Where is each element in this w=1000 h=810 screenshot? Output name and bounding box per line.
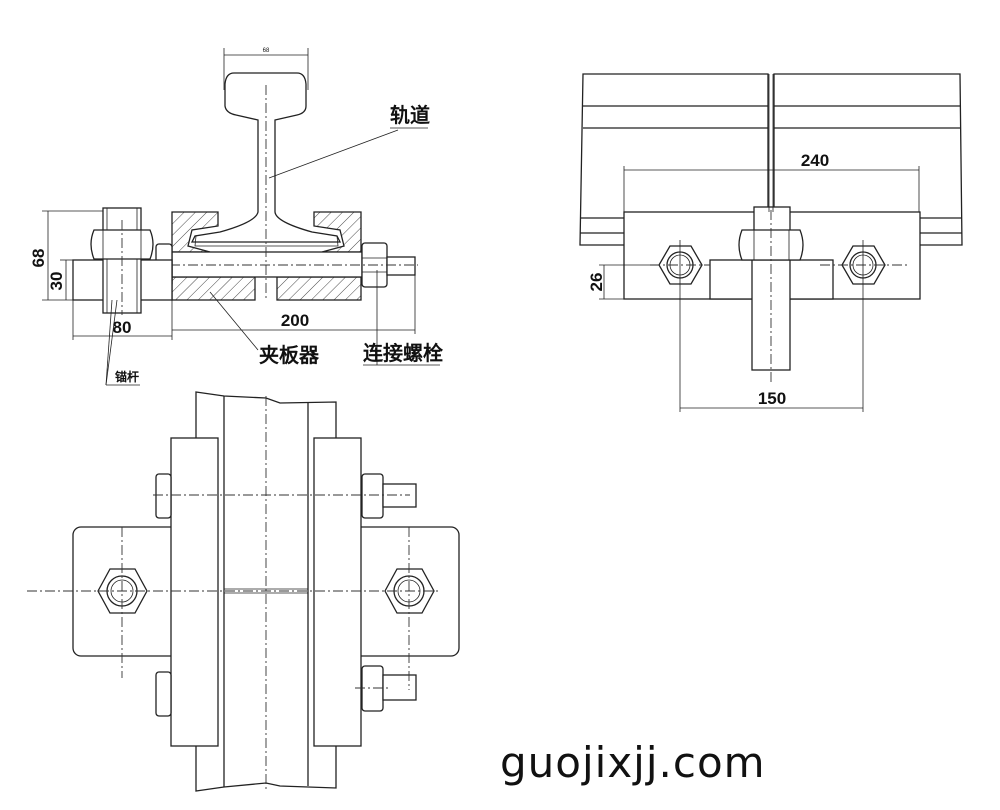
width-150-label: 150 <box>758 389 786 408</box>
connecting-bolt-label: 连接螺栓 <box>363 341 443 365</box>
plan-bolt-stud-top <box>382 483 417 508</box>
width-240-dimension: 240 <box>623 151 920 212</box>
connecting-bolt-shaft <box>171 251 363 278</box>
side-view: 240 26 150 <box>579 73 963 412</box>
height-68-dimension: 68 <box>29 210 103 301</box>
center-nut <box>738 229 804 261</box>
plan-bolt-head-bottom <box>155 671 172 717</box>
plan-bolt-nut-top <box>361 473 384 519</box>
height-30-dimension: 30 <box>47 259 73 300</box>
plan-bolt-nut-bottom <box>361 665 384 712</box>
anchor-rod-label: 锚杆 <box>115 369 139 384</box>
plan-bolt-stud-bottom <box>382 674 417 701</box>
width-200-dimension: 200 <box>172 275 416 334</box>
front-section-view: 68 68 30 <box>29 48 443 386</box>
right-clamp <box>313 211 362 253</box>
height-26-dimension: 26 <box>587 264 658 300</box>
rail-head-dimension: 68 <box>223 48 309 90</box>
plan-bolt-head-top <box>155 473 172 519</box>
plan-clamp-left <box>170 437 219 747</box>
width-150-dimension: 150 <box>679 240 864 412</box>
height-68-label: 68 <box>29 249 48 268</box>
plan-clamp-right <box>313 437 362 747</box>
height-30-label: 30 <box>47 272 66 291</box>
bolt-stud-right <box>386 256 416 276</box>
plan-view <box>27 391 460 792</box>
width-80-dimension: 80 <box>72 300 173 340</box>
width-80-label: 80 <box>113 318 132 337</box>
width-240-label: 240 <box>801 151 829 170</box>
rail-head-width-label: 68 <box>263 48 270 54</box>
width-200-label: 200 <box>281 311 309 330</box>
right-lower-plate <box>276 276 362 301</box>
rail-label: 轨道 <box>390 103 430 127</box>
rail-plan <box>195 391 337 792</box>
height-26-label: 26 <box>587 273 606 292</box>
watermark: guojixjj.com <box>500 738 766 787</box>
clamp-label: 夹板器 <box>259 343 320 367</box>
